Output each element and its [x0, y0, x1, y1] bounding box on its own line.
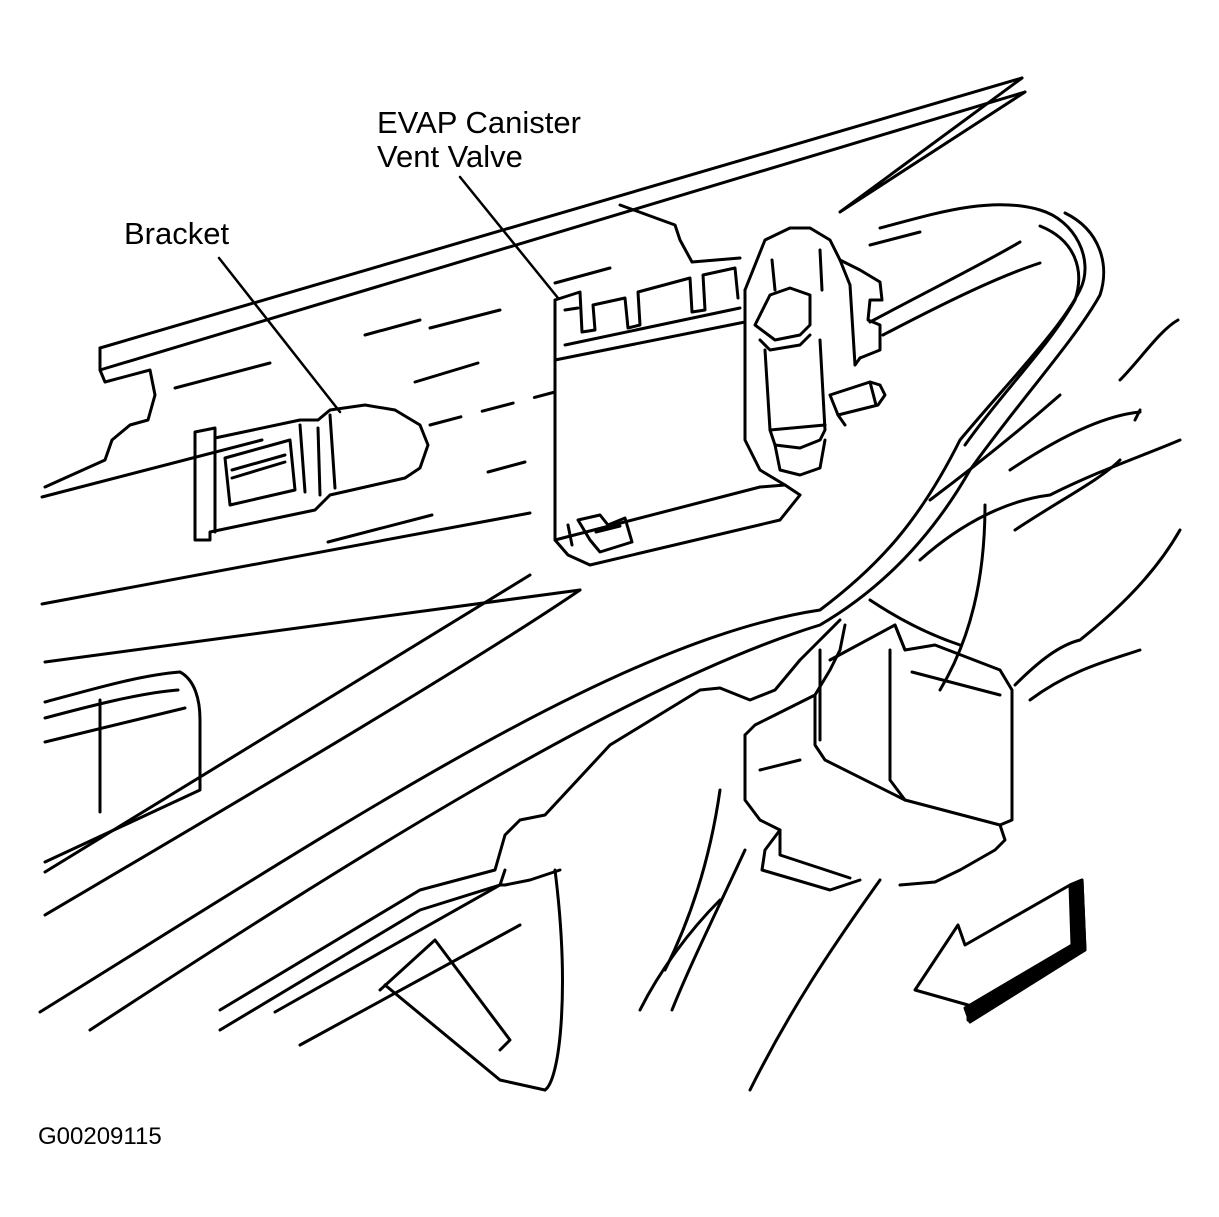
- evap-label-line2: Vent Valve: [377, 139, 523, 174]
- lower-structure: [45, 320, 1180, 1090]
- evap-canister-vent-valve-label: EVAP Canister Vent Valve: [377, 107, 581, 172]
- front-arrow-icon: [915, 880, 1085, 1022]
- bracket-label: Bracket: [124, 216, 230, 251]
- bracket-leader-line: [219, 258, 340, 412]
- upper-panel: [42, 78, 1025, 662]
- figure-id: G00209115: [38, 1123, 162, 1150]
- vent-valve-body: [555, 228, 885, 565]
- hose: [40, 205, 1104, 1030]
- alignment-dash: [430, 310, 555, 425]
- bracket: [195, 405, 428, 540]
- evap-label-line1: EVAP Canister: [377, 105, 581, 140]
- leader-lines: [219, 177, 558, 412]
- evap-leader-line: [460, 177, 558, 298]
